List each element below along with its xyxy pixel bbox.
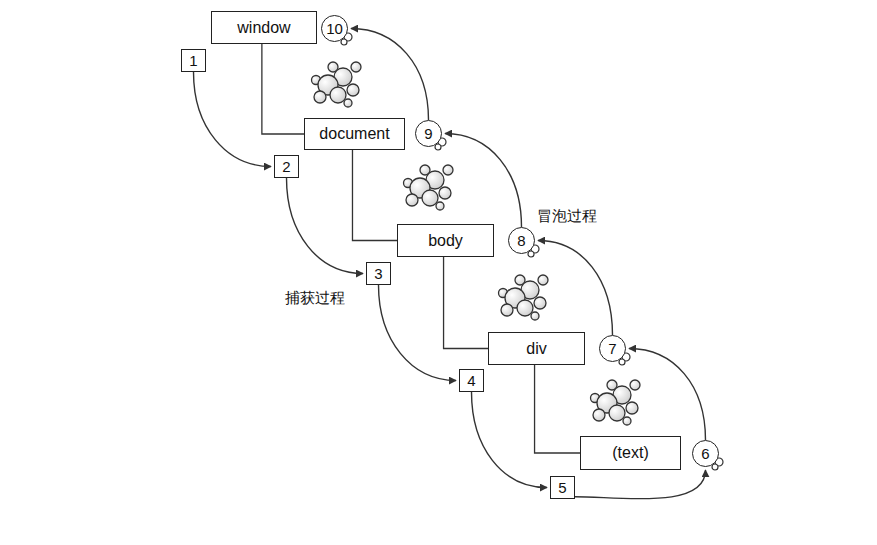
molecule-figure — [312, 62, 362, 107]
step-number: 1 — [189, 52, 197, 69]
phase-label: 捕获过程 — [283, 289, 347, 308]
capture-step-square: 1 — [181, 49, 206, 72]
step-number: 4 — [467, 372, 475, 389]
capture-step-square: 2 — [274, 155, 299, 178]
flow-arrow — [287, 178, 364, 274]
bubble-step-circle: 9 — [415, 120, 442, 147]
flow-arrow — [379, 285, 457, 381]
step-number: 5 — [558, 479, 566, 496]
bubble-step-circle: 7 — [599, 335, 626, 362]
flow-arrow — [629, 349, 706, 441]
step-number: 9 — [424, 125, 432, 142]
node-label: body — [428, 232, 463, 250]
node-label: div — [526, 340, 546, 358]
dom-node-box: body — [397, 224, 494, 257]
flow-arrow — [194, 72, 272, 167]
node-label: window — [237, 19, 290, 37]
step-number: 3 — [374, 265, 382, 282]
step-number: 10 — [326, 20, 343, 37]
flow-arrow — [445, 134, 522, 228]
dom-node-box: (text) — [580, 436, 681, 470]
dom-node-box: div — [488, 332, 585, 365]
bubble-step-circle: 10 — [321, 15, 348, 42]
bubble-step-circle: 8 — [508, 227, 535, 254]
dom-node-box: document — [304, 118, 405, 150]
capture-step-square: 5 — [550, 476, 575, 499]
flow-arrow — [351, 29, 429, 121]
capture-step-square: 4 — [459, 369, 484, 392]
flow-arrow — [538, 241, 613, 336]
dom-node-box: window — [211, 11, 317, 44]
tree-connector — [444, 257, 488, 349]
step-number: 8 — [517, 232, 525, 249]
molecule-figure — [404, 165, 454, 210]
tree-connector — [352, 150, 397, 241]
step-number: 6 — [701, 445, 709, 462]
tree-connector — [535, 365, 580, 453]
flow-arrow — [575, 470, 706, 499]
flow-arrow — [472, 392, 548, 488]
phase-label: 冒泡过程 — [535, 207, 599, 226]
molecule-figure — [499, 275, 549, 320]
node-label: (text) — [612, 444, 648, 462]
step-number: 7 — [608, 340, 616, 357]
capture-step-square: 3 — [366, 262, 391, 285]
bubble-step-circle: 6 — [692, 440, 719, 467]
step-number: 2 — [282, 158, 290, 175]
molecule-figure — [591, 380, 641, 425]
tree-connector — [262, 44, 304, 134]
node-label: document — [319, 125, 389, 143]
